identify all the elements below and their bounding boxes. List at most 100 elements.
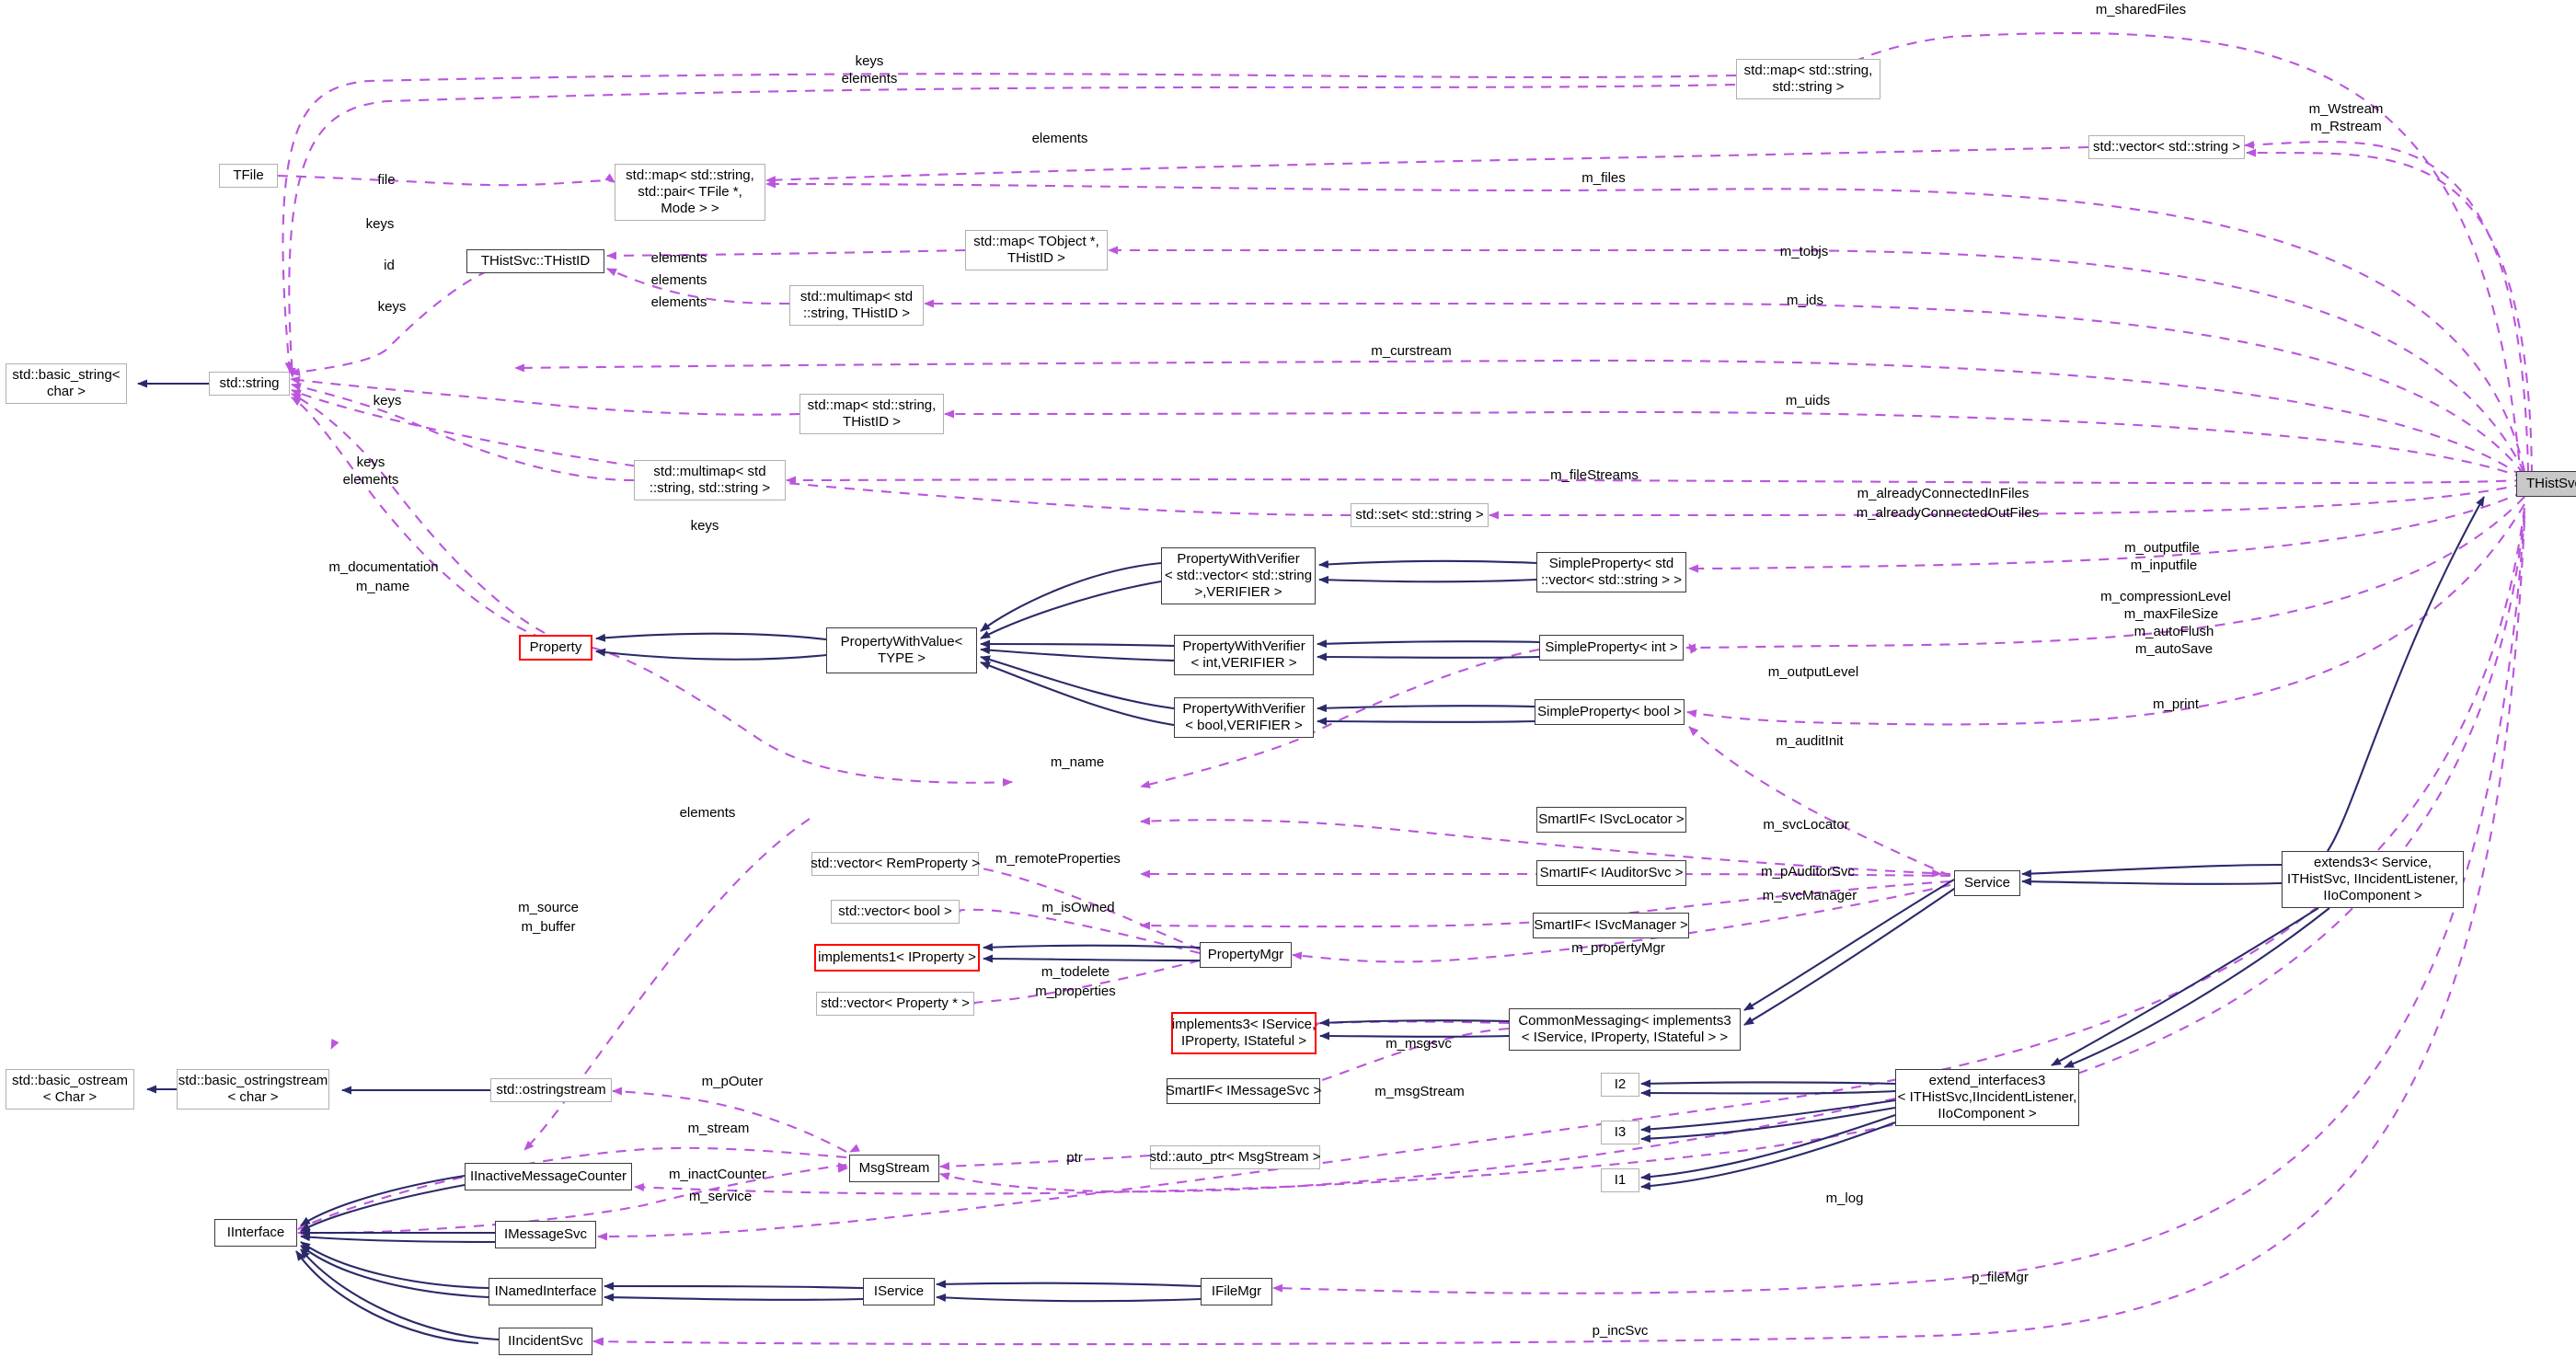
- edge-label-l-elements-3: elements: [650, 272, 707, 288]
- class-node-smartif_imessagesvc[interactable]: SmartIF< IMessageSvc >: [1166, 1078, 1321, 1104]
- class-node-map_tobject[interactable]: std::map< TObject *, THistID >: [965, 230, 1108, 270]
- class-node-ifilemgr[interactable]: IFileMgr: [1201, 1278, 1272, 1305]
- edge-ext3-ei3-2: [2064, 907, 2330, 1068]
- class-node-basic_string[interactable]: std::basic_string< char >: [6, 363, 127, 404]
- edge-label-l-keys-elements-2: keys elements: [342, 454, 399, 488]
- edge-imessagesvc-link: [597, 507, 2526, 1241]
- class-node-commonmessaging[interactable]: CommonMessaging< implements3 < IService,…: [1509, 1008, 1741, 1051]
- edge-label-l-shared-files: m_sharedFiles: [2095, 2, 2187, 17]
- edge-elements-map2: [287, 83, 1736, 378]
- class-node-thistsvc[interactable]: THistSvc: [2516, 471, 2576, 497]
- class-node-pwv_bool[interactable]: PropertyWithVerifier < bool,VERIFIER >: [1174, 697, 1314, 738]
- edge-label-l-msgsvc: m_msgsvc: [1386, 1036, 1452, 1052]
- edge-label-l-tobjs: m_tobjs: [1779, 244, 1829, 259]
- edge-ext3-service-2: [2021, 877, 2283, 886]
- edge-sp-bool-2: [1317, 717, 1535, 726]
- edge-label-l-isowned: m_isOwned: [1041, 900, 1115, 915]
- edge-keys-elem-map: [282, 73, 1737, 373]
- edge-label-l-keys-3: keys: [373, 393, 402, 408]
- class-node-map_string_pair[interactable]: std::map< std::string, std::pair< TFile …: [615, 164, 765, 221]
- edge-sp-int-2: [1317, 652, 1540, 661]
- edge-ext3-service-1: [2021, 863, 2283, 879]
- class-node-imessagesvc[interactable]: IMessageSvc: [495, 1221, 596, 1248]
- edge-label-l-elements-2: elements: [650, 250, 707, 266]
- edge-iincident-iinterface-2: [295, 1250, 479, 1345]
- edge-label-l-file: file: [377, 172, 396, 188]
- class-node-basic_ostream[interactable]: std::basic_ostream < Char >: [6, 1069, 134, 1110]
- edge-elements-multimap: [606, 268, 790, 305]
- edge-label-l-properties: m_properties: [1035, 983, 1116, 999]
- class-node-service[interactable]: Service: [1954, 870, 2020, 896]
- class-node-inamedinterface[interactable]: INamedInterface: [489, 1278, 603, 1305]
- class-node-set_string[interactable]: std::set< std::string >: [1351, 503, 1489, 527]
- class-node-msgstream[interactable]: MsgStream: [849, 1155, 939, 1182]
- edge-name-prop: [592, 646, 1013, 787]
- edge-keys-thistid: [290, 258, 523, 376]
- usage-edges: [277, 31, 2534, 1346]
- class-node-iinterface[interactable]: IInterface: [214, 1219, 297, 1247]
- edge-label-l-curstream: m_curstream: [1371, 343, 1452, 359]
- class-node-i1[interactable]: I1: [1601, 1168, 1639, 1192]
- class-node-implements1[interactable]: implements1< IProperty >: [814, 944, 980, 972]
- class-node-map_string_string[interactable]: std::map< std::string, std::string >: [1736, 59, 1880, 99]
- class-node-multimap_thistid[interactable]: std::multimap< std ::string, THistID >: [789, 285, 924, 326]
- edge-sp-int-1: [1317, 639, 1540, 649]
- edge-print: [1686, 503, 2525, 726]
- edge-label-l-source: m_source: [518, 900, 579, 915]
- edge-label-l-inactcounter: m_inactCounter: [669, 1167, 766, 1182]
- class-node-thistid[interactable]: THistSvc::THistID: [466, 249, 604, 273]
- class-node-smartif_isvcmanager[interactable]: SmartIF< ISvcManager >: [1533, 913, 1689, 938]
- class-node-multimap_string[interactable]: std::multimap< std ::string, std::string…: [634, 460, 786, 500]
- class-node-ostringstream[interactable]: std::ostringstream: [490, 1078, 612, 1102]
- edge-pwvint-pwv-2: [980, 646, 1175, 662]
- edge-iinactive-link: [634, 511, 2526, 1195]
- edge-label-l-compression: m_compressionLevel: [2100, 589, 2231, 604]
- class-node-smartif_isvclocator[interactable]: SmartIF< ISvcLocator >: [1536, 807, 1686, 833]
- class-node-pwv_int[interactable]: PropertyWithVerifier < int,VERIFIER >: [1174, 635, 1314, 675]
- edge-pwvbool-pwv-1: [980, 655, 1175, 710]
- edge-ext3-ei3-1: [2051, 907, 2319, 1066]
- class-node-std_string[interactable]: std::string: [209, 372, 290, 396]
- edge-keys-map-thistid: [290, 375, 800, 416]
- edge-sp-bool-1: [1317, 704, 1535, 713]
- class-node-iinactivemsgcounter[interactable]: IInactiveMessageCounter: [465, 1163, 632, 1190]
- class-node-iservice[interactable]: IService: [863, 1278, 935, 1305]
- edge-sharedfiles: [1830, 31, 2523, 479]
- edge-label-l-service-lbl: m_service: [688, 1189, 753, 1204]
- edge-log: [939, 1097, 1896, 1193]
- edge-svclocator: [1140, 817, 1951, 876]
- class-node-extends3[interactable]: extends3< Service, ITHistSvc, IIncidentL…: [2282, 851, 2464, 908]
- class-node-implements3[interactable]: implements3< IService, IProperty, IState…: [1171, 1012, 1317, 1054]
- class-node-tfile[interactable]: TFile: [219, 164, 278, 188]
- class-node-simpleprop_int[interactable]: SimpleProperty< int >: [1539, 635, 1684, 661]
- class-node-vector_bool[interactable]: std::vector< bool >: [831, 900, 960, 924]
- class-node-property[interactable]: Property: [519, 635, 592, 661]
- edge-label-l-ids: m_ids: [1786, 293, 1823, 308]
- class-node-vector_remproperty[interactable]: std::vector< RemProperty >: [811, 852, 980, 876]
- class-node-basic_ostringstream[interactable]: std::basic_ostringstream < char >: [177, 1069, 329, 1110]
- edge-outputfile-inputfile: [1688, 490, 2525, 573]
- edge-label-l-files: m_files: [1581, 170, 1626, 186]
- edge-pwv-property-1: [595, 632, 827, 642]
- class-node-smartif_iauditorsvc[interactable]: SmartIF< IAuditorSvc >: [1536, 860, 1686, 886]
- class-node-i3[interactable]: I3: [1601, 1121, 1639, 1144]
- class-node-vector_string[interactable]: std::vector< std::string >: [2088, 135, 2245, 159]
- class-node-pwv_vecstring[interactable]: PropertyWithVerifier < std::vector< std:…: [1161, 547, 1316, 604]
- class-node-prop_with_value[interactable]: PropertyWithValue< TYPE >: [826, 627, 977, 673]
- edge-label-l-print: m_print: [2152, 696, 2200, 712]
- class-node-iincidentsvc[interactable]: IIncidentSvc: [499, 1328, 592, 1355]
- class-node-i2[interactable]: I2: [1601, 1073, 1639, 1097]
- class-node-vector_property_ptr[interactable]: std::vector< Property * >: [816, 992, 974, 1016]
- class-node-auto_ptr_msgstream[interactable]: std::auto_ptr< MsgStream >: [1150, 1145, 1320, 1169]
- class-node-simpleprop_vec[interactable]: SimpleProperty< std ::vector< std::strin…: [1536, 552, 1686, 592]
- class-node-simpleprop_bool[interactable]: SimpleProperty< bool >: [1535, 699, 1685, 725]
- edge-rstream: [2246, 148, 2534, 476]
- edge-label-l-outputfile: m_outputfile: [2124, 540, 2200, 556]
- class-node-map_string_thistid[interactable]: std::map< std::string, THistID >: [799, 394, 944, 434]
- class-node-propertymgr[interactable]: PropertyMgr: [1200, 942, 1292, 968]
- edge-label-l-autoflush: m_autoFlush: [2133, 624, 2214, 639]
- class-node-extend_interfaces3[interactable]: extend_interfaces3 < ITHistSvc,IIncident…: [1895, 1069, 2079, 1126]
- edge-ei3-i3-2: [1640, 1106, 1896, 1144]
- edge-stream: [297, 1146, 847, 1230]
- edge-ids: [924, 299, 2525, 476]
